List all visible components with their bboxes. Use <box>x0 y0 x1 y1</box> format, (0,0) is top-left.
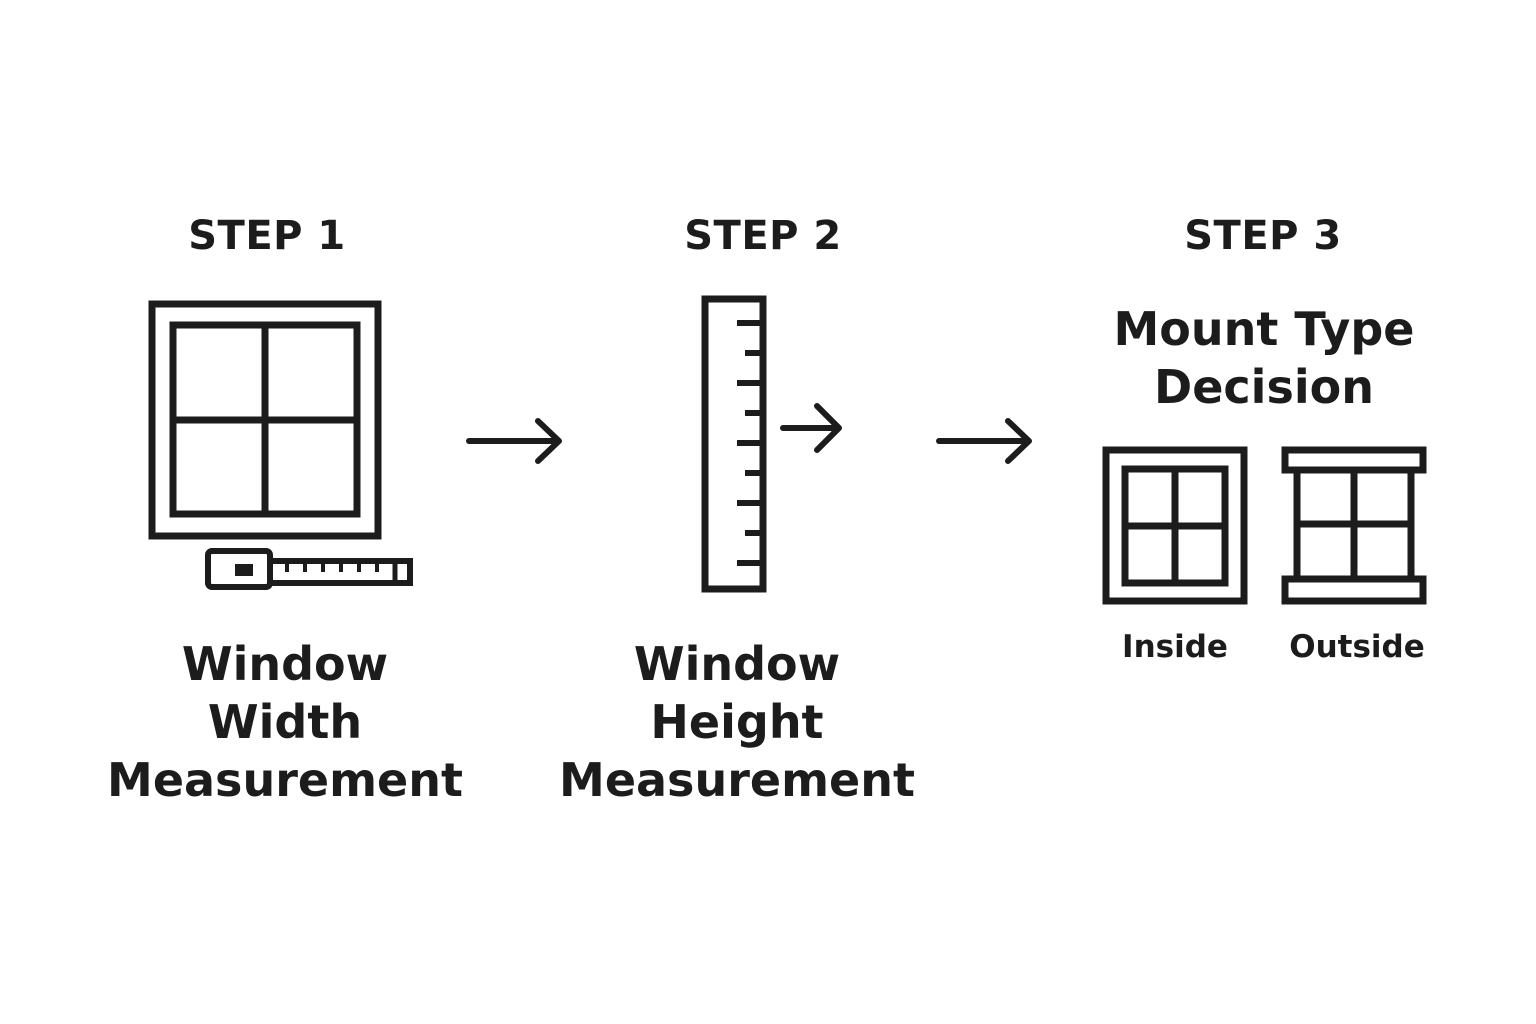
step-1-label: STEP 1 <box>188 213 346 259</box>
inside-option-label: Inside <box>1122 629 1228 665</box>
measure-arrow-icon <box>780 403 842 453</box>
window-icon <box>148 300 382 540</box>
step-2-caption-line: Window <box>633 637 841 691</box>
arrow-right-icon <box>936 418 1032 464</box>
step-1-caption: Window Width Measurement <box>85 635 485 809</box>
step-2-caption-line: Height <box>650 695 824 749</box>
step-3-label: STEP 3 <box>1184 213 1342 259</box>
arrow-right-icon <box>466 418 562 464</box>
step-3-title-line: Decision <box>1154 360 1374 414</box>
outside-mount-window-icon <box>1281 446 1427 605</box>
step-1-caption-line: Width <box>207 695 363 749</box>
inside-mount-window-icon <box>1102 446 1248 605</box>
outside-option-label: Outside <box>1289 629 1425 665</box>
step-2-label: STEP 2 <box>684 213 842 259</box>
step-1-caption-line: Window <box>181 637 389 691</box>
step-1-caption-line: Measurement <box>107 753 463 807</box>
step-3-title: Mount Type Decision <box>1064 300 1464 416</box>
ruler-icon <box>701 295 767 593</box>
step-2-caption-line: Measurement <box>559 753 915 807</box>
tape-measure-icon <box>205 548 413 590</box>
step-3-title-line: Mount Type <box>1113 302 1415 356</box>
step-2-caption: Window Height Measurement <box>537 635 937 809</box>
